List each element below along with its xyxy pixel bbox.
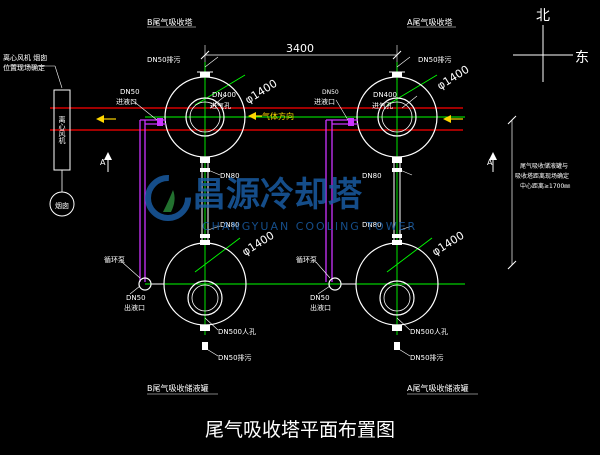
compass: 北 东 (513, 8, 589, 82)
section-left-label: A (100, 158, 106, 167)
label-dn50-drain-b-bot: DN50排污 (218, 353, 252, 362)
side-note-3: 中心距离≥1700㎜ (520, 182, 570, 190)
section-marker-right: A (487, 152, 497, 172)
fan-group: 离心风机 烟囱 位置现场确定 离心风机 烟囱 (3, 53, 75, 217)
fan-box-label: 离心风机 (58, 115, 66, 145)
leader-lines (121, 56, 418, 357)
label-dia-a-top: φ1400 (435, 63, 472, 93)
label-inlet-a-2: 进液口 (314, 97, 335, 106)
label-dn500-b: DN500人孔 (218, 328, 256, 336)
compass-north: 北 (536, 8, 550, 24)
circulation-pipes (139, 119, 358, 282)
tank-a (355, 240, 439, 350)
side-note-2: 吸收塔距离现场确定 (515, 172, 569, 180)
label-dn50-drain-a-bot: DN50排污 (410, 353, 444, 362)
gas-arrow-mid (248, 112, 256, 120)
side-note: 尾气吸收储液罐与 吸收塔距离现场确定 中心距离≥1700㎜ (507, 115, 570, 270)
side-note-1: 尾气吸收储液罐与 (520, 162, 568, 170)
label-dn50-drain-b-top: DN50排污 (147, 55, 181, 64)
label-dia-a-bot: φ1400 (430, 229, 467, 259)
drawing-title: 尾气吸收塔平面布置图 (205, 419, 395, 441)
label-dia-b-top: φ1400 (243, 77, 280, 107)
label-dn400-b-2: 进气孔 (210, 101, 231, 110)
section-marker-left: A (100, 152, 112, 172)
label-dn80-b-1: DN80 (220, 172, 240, 180)
watermark: 昌源冷却塔 CHANGYUAN COOLING TOWER (145, 175, 417, 233)
fan-note-1: 离心风机 烟囱 (3, 53, 47, 62)
label-dn400-a-2: 进气孔 (372, 101, 393, 110)
label-top-b: B尾气吸收塔 (147, 17, 193, 27)
dn80-pipes (201, 163, 401, 240)
inlet-flange-b (157, 118, 163, 126)
gas-arrow-right (443, 115, 451, 123)
gas-duct (50, 107, 463, 131)
watermark-en: CHANGYUAN COOLING TOWER (202, 220, 417, 233)
watermark-cn: 昌源冷却塔 (192, 175, 363, 215)
label-dn50-drain-a-top: DN50排污 (418, 55, 452, 64)
label-inlet-a-1: DN50 (322, 89, 339, 96)
label-pump-a: 循环泵 (296, 255, 317, 264)
watermark-logo-icon (145, 175, 191, 221)
label-dia-b-bot: φ1400 (240, 229, 277, 259)
label-dn80-b-2: DN80 (220, 221, 240, 229)
label-dn400-a-1: DN400 (373, 91, 397, 99)
chimney-circle (49, 191, 75, 217)
label-outlet-b-2: 出液口 (124, 303, 145, 312)
tower-b (164, 71, 246, 163)
chimney-label: 烟囱 (55, 201, 69, 210)
compass-east: 东 (575, 50, 589, 66)
leaf-icon (163, 190, 175, 212)
label-bottom-a: A尾气吸收储液罐 (407, 383, 468, 393)
inlet-flange-a (348, 118, 354, 126)
label-pump-b: 循环泵 (104, 255, 125, 264)
label-inlet-b-1: DN50 (120, 88, 140, 96)
label-dn500-a: DN500人孔 (410, 328, 448, 336)
gas-direction-label: 气体方向 (262, 111, 294, 121)
label-top-a: A尾气吸收塔 (407, 17, 452, 27)
label-inlet-b-2: 进液口 (116, 97, 137, 106)
label-outlet-b-1: DN50 (126, 294, 146, 302)
dimension-3400: 3400 (200, 42, 402, 80)
section-right-label: A (487, 158, 493, 167)
label-outlet-a-2: 出液口 (310, 303, 331, 312)
label-dn400-b-1: DN400 (212, 91, 236, 99)
tower-a (356, 71, 438, 163)
label-outlet-a-1: DN50 (310, 294, 330, 302)
gas-arrow-left (96, 115, 104, 123)
label-dn80-a-2: DN80 (362, 221, 382, 229)
label-dn80-a-1: DN80 (362, 172, 382, 180)
dimension-text: 3400 (286, 42, 314, 55)
label-bottom-b: B尾气吸收储液罐 (147, 383, 209, 393)
fan-note-2: 位置现场确定 (3, 63, 45, 72)
